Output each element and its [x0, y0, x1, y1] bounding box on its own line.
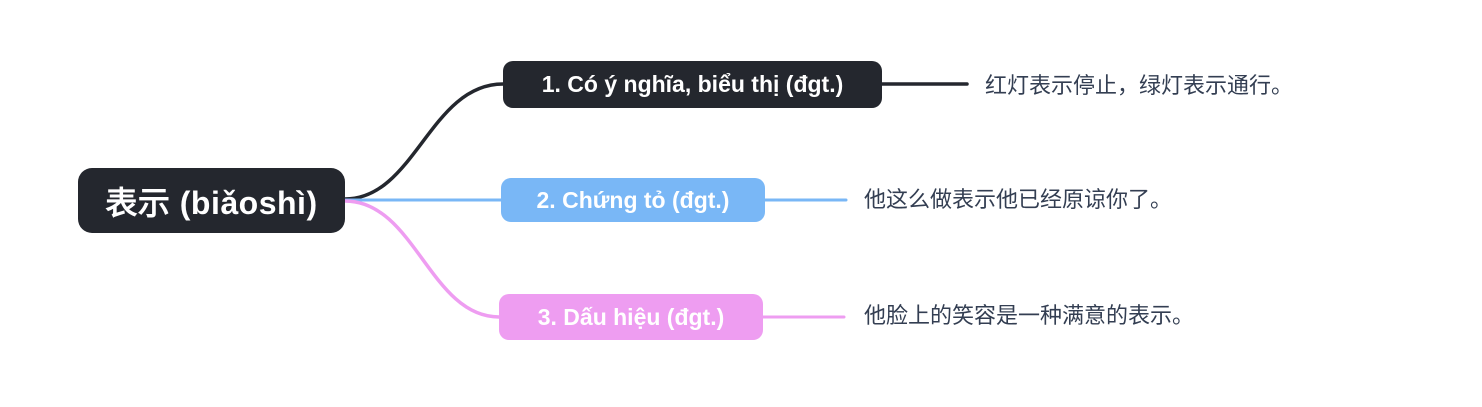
branch-node-2[interactable]: 2. Chứng tỏ (đgt.) — [501, 178, 765, 222]
branch-1-curve — [343, 82, 505, 201]
root-topic-label: 表示 (biǎoshì) — [105, 184, 318, 221]
branch-node-3-label: 3. Dấu hiệu (đgt.) — [537, 303, 725, 330]
example-text-2[interactable]: 他这么做表示他已经原谅你了。 — [864, 187, 1173, 212]
branch-node-1-label: 1. Có ý nghĩa, biểu thị (đgt.) — [541, 71, 844, 97]
example-text-3[interactable]: 他脸上的笑容是一种满意的表示。 — [864, 303, 1195, 328]
branch-3-curve — [343, 199, 501, 319]
branch-node-2-label: 2. Chứng tỏ (đgt.) — [536, 186, 730, 213]
example-text-1[interactable]: 红灯表示停止，绿灯表示通行。 — [985, 73, 1294, 98]
branch-node-3[interactable]: 3. Dấu hiệu (đgt.) — [499, 294, 763, 340]
branch-node-1[interactable]: 1. Có ý nghĩa, biểu thị (đgt.) — [503, 61, 882, 108]
root-topic[interactable]: 表示 (biǎoshì) — [78, 168, 345, 233]
